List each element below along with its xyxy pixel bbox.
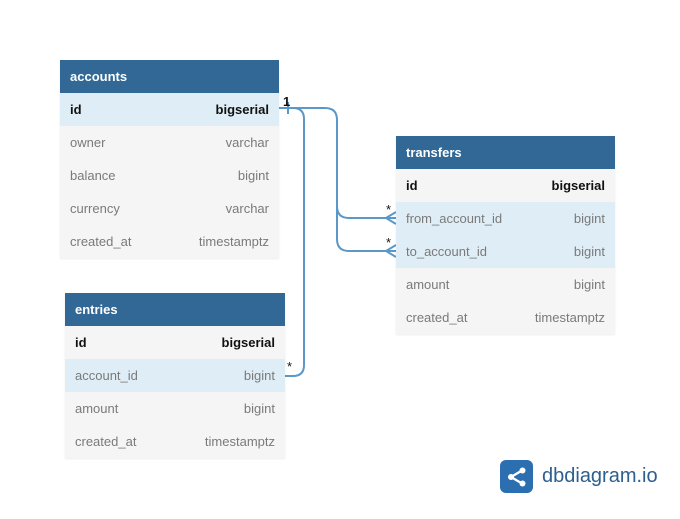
- column-type: timestamptz: [198, 234, 269, 249]
- column-name: created_at: [70, 234, 132, 249]
- column-name: id: [406, 178, 418, 193]
- share-icon: [500, 460, 533, 493]
- column-row-id[interactable]: id bigserial: [65, 326, 285, 359]
- one-label: 1: [283, 94, 290, 109]
- table-header-entries[interactable]: entries: [65, 293, 285, 326]
- column-row-amount[interactable]: amount bigint: [65, 392, 285, 425]
- column-type: varchar: [225, 201, 269, 216]
- edge-accounts-transfers-from: [279, 107, 396, 219]
- column-name: amount: [75, 401, 119, 416]
- column-row-amount[interactable]: amount bigint: [396, 268, 615, 301]
- column-type: bigserial: [551, 178, 605, 193]
- column-row-balance[interactable]: balance bigint: [60, 159, 279, 192]
- column-row-created-at[interactable]: created_at timestamptz: [65, 425, 285, 458]
- many-label-to: *: [386, 235, 391, 250]
- column-type: bigserial: [215, 102, 269, 117]
- column-type: bigint: [573, 244, 605, 259]
- column-row-id[interactable]: id bigserial: [60, 93, 279, 126]
- column-name: to_account_id: [406, 244, 487, 259]
- column-row-to-account-id[interactable]: to_account_id bigint: [396, 235, 615, 268]
- column-row-owner[interactable]: owner varchar: [60, 126, 279, 159]
- table-entries[interactable]: entries id bigserial account_id bigint a…: [65, 293, 285, 458]
- many-label-from: *: [386, 202, 391, 217]
- edge-accounts-entries: [279, 107, 305, 377]
- column-type: varchar: [225, 135, 269, 150]
- crowfoot-to-account-id: [384, 244, 397, 258]
- column-row-id[interactable]: id bigserial: [396, 169, 615, 202]
- column-type: bigint: [237, 168, 269, 183]
- column-name: balance: [70, 168, 116, 183]
- column-row-created-at[interactable]: created_at timestamptz: [396, 301, 615, 334]
- table-accounts[interactable]: accounts id bigserial owner varchar bala…: [60, 60, 279, 258]
- edge-accounts-transfers-to: [336, 206, 396, 252]
- column-type: bigint: [573, 277, 605, 292]
- column-type: bigint: [573, 211, 605, 226]
- table-transfers[interactable]: transfers id bigserial from_account_id b…: [396, 136, 615, 334]
- column-type: timestamptz: [204, 434, 275, 449]
- column-name: account_id: [75, 368, 138, 383]
- brand-name: dbdiagram.io: [542, 465, 658, 487]
- brand-logo[interactable]: dbdiagram.io: [500, 460, 658, 493]
- column-name: id: [70, 102, 82, 117]
- column-type: timestamptz: [534, 310, 605, 325]
- column-row-currency[interactable]: currency varchar: [60, 192, 279, 225]
- column-row-created-at[interactable]: created_at timestamptz: [60, 225, 279, 258]
- table-header-transfers[interactable]: transfers: [396, 136, 615, 169]
- column-name: created_at: [75, 434, 137, 449]
- column-type: bigint: [243, 368, 275, 383]
- column-name: created_at: [406, 310, 468, 325]
- column-row-from-account-id[interactable]: from_account_id bigint: [396, 202, 615, 235]
- column-name: amount: [406, 277, 450, 292]
- column-type: bigserial: [221, 335, 275, 350]
- column-name: currency: [70, 201, 120, 216]
- table-header-accounts[interactable]: accounts: [60, 60, 279, 93]
- crowfoot-from-account-id: [384, 211, 397, 225]
- column-name: id: [75, 335, 87, 350]
- column-type: bigint: [243, 401, 275, 416]
- many-label-entries: *: [287, 359, 292, 374]
- column-name: owner: [70, 135, 106, 150]
- column-row-account-id[interactable]: account_id bigint: [65, 359, 285, 392]
- column-name: from_account_id: [406, 211, 503, 226]
